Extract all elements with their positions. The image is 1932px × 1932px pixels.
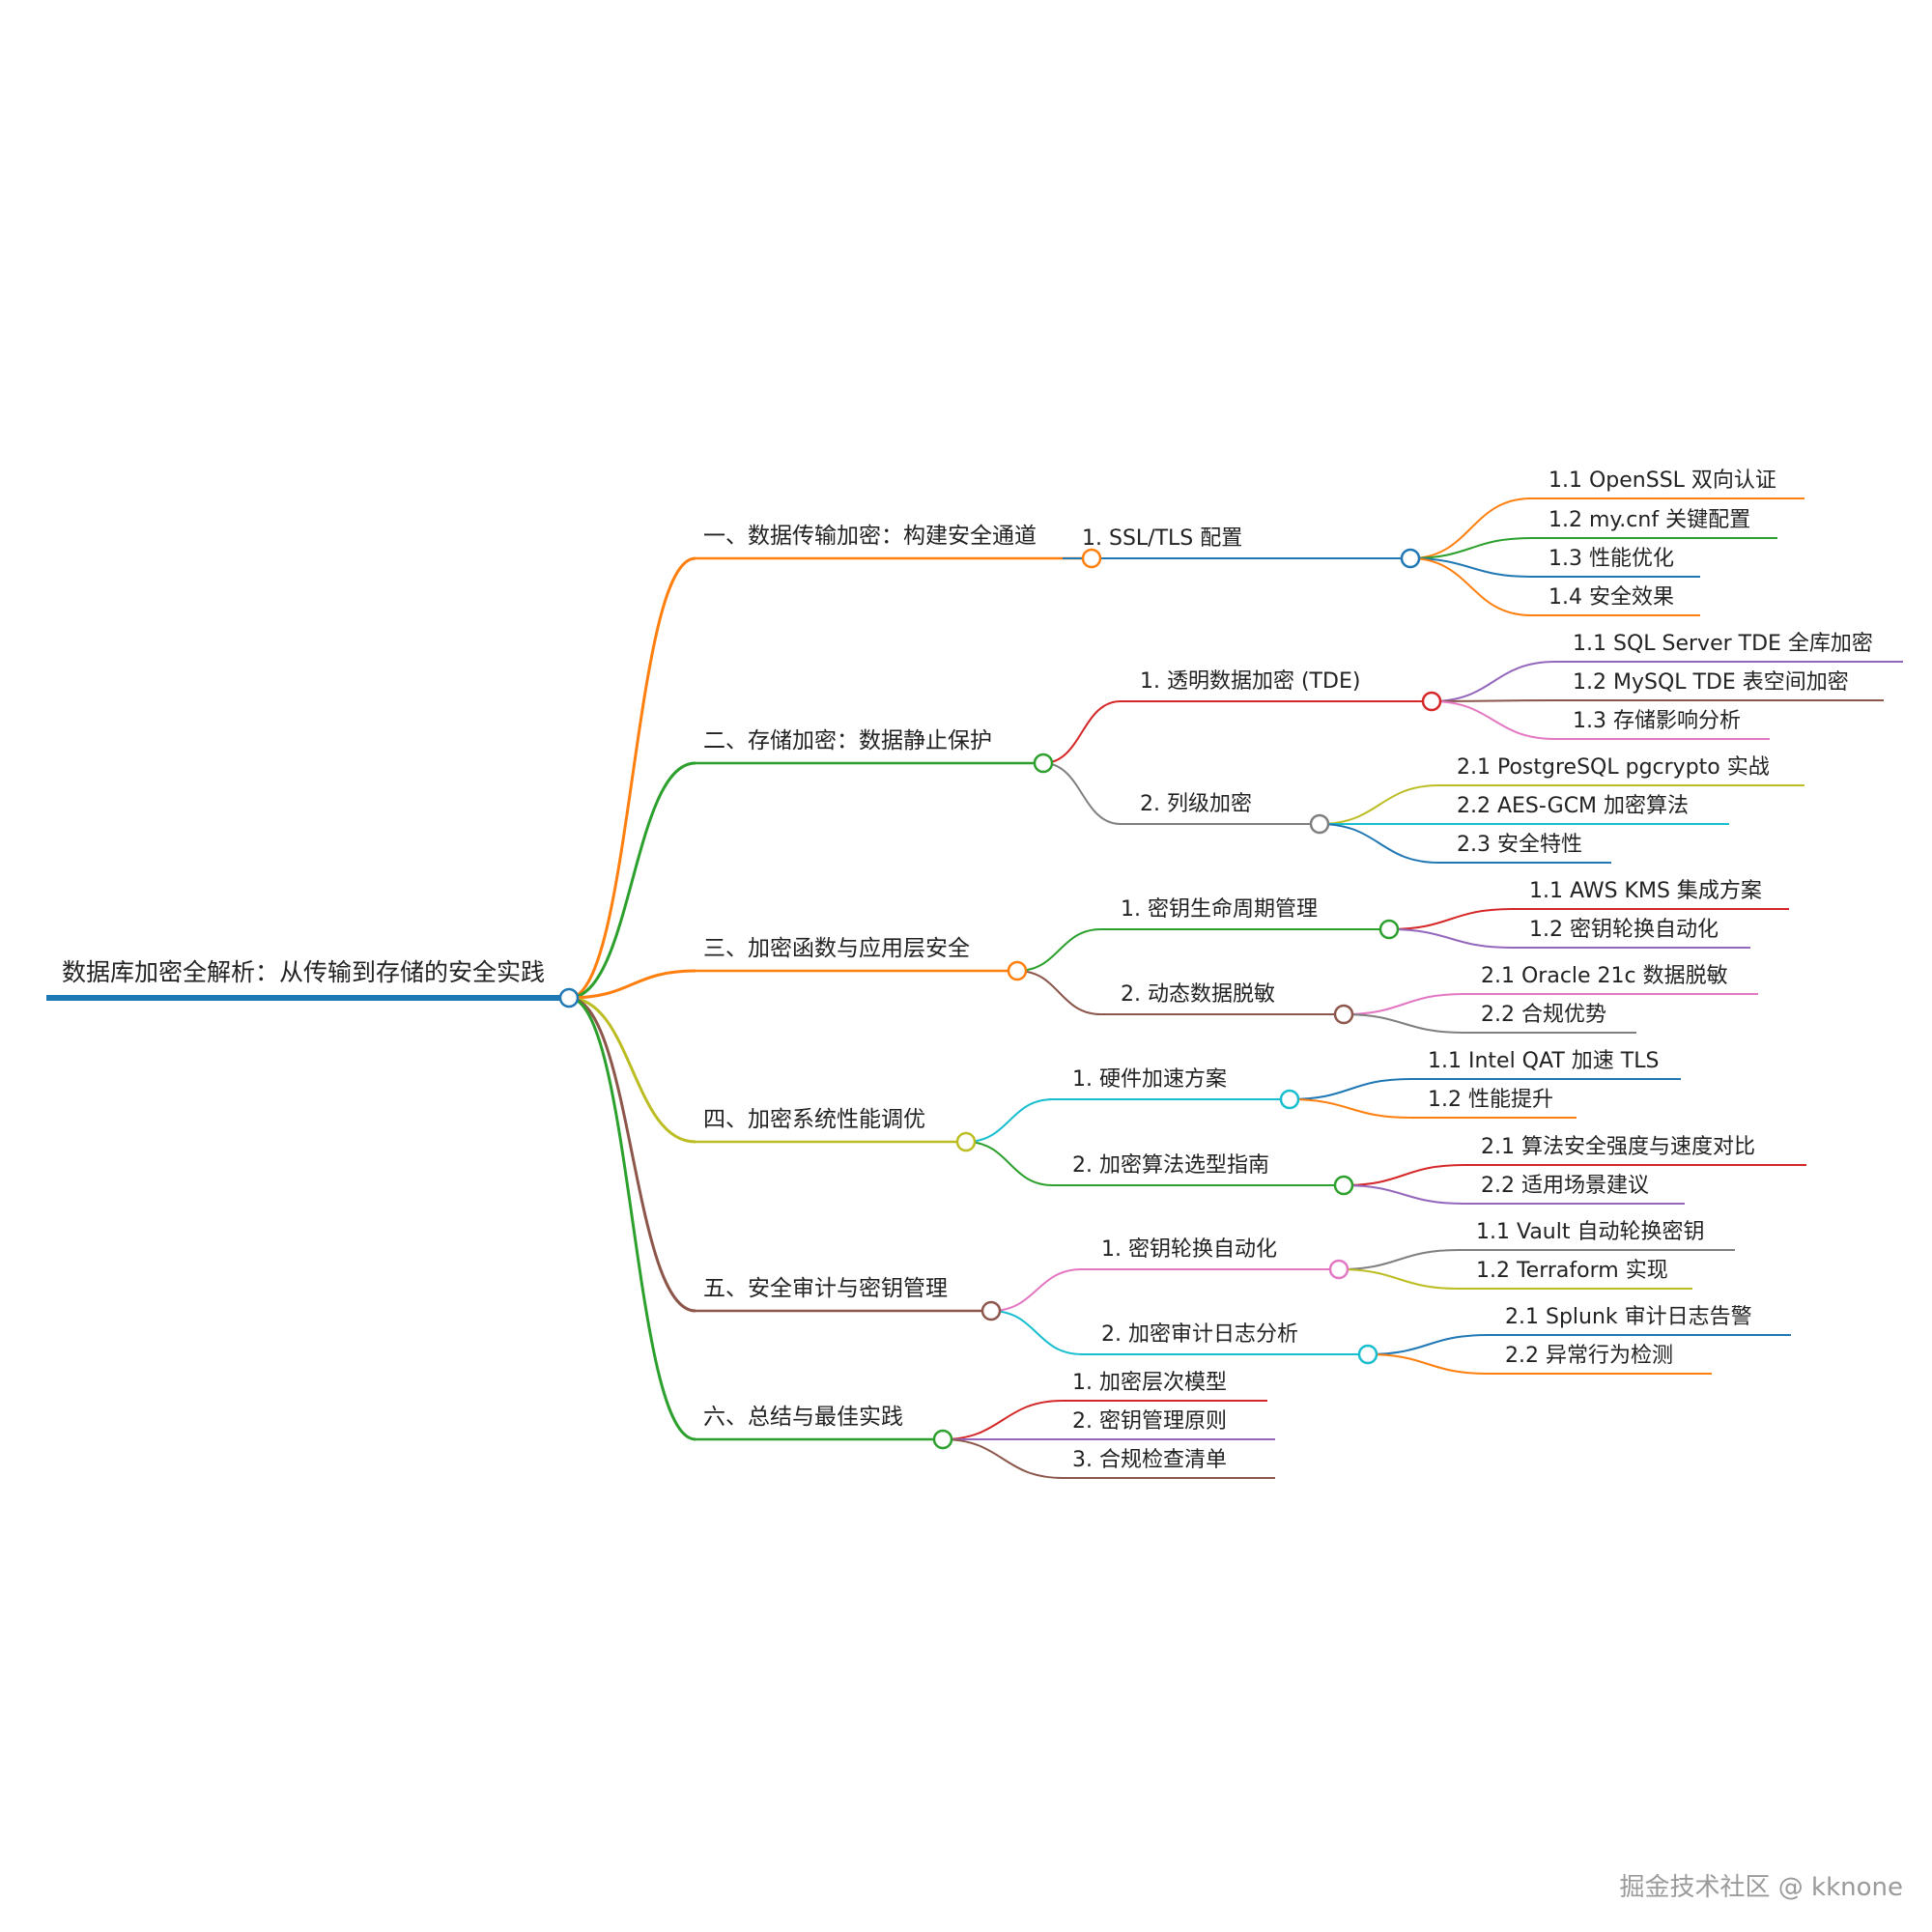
topic-title: 1. SSL/TLS 配置: [1082, 526, 1242, 551]
leaf-label: 1.3 存储影响分析: [1573, 709, 1741, 733]
leaf-label: 1.2 Terraform 实现: [1476, 1259, 1668, 1283]
leaf-connector: [1409, 537, 1532, 559]
leaf-connector: [1343, 1164, 1464, 1186]
leaf-label: 1.4 安全效果: [1548, 585, 1674, 610]
branch-connector: [568, 996, 696, 1313]
root-title: 数据库加密全解析：从传输到存储的安全实践: [62, 958, 545, 986]
leaf-label: 1.3 性能优化: [1548, 547, 1674, 571]
topic-collapse-toggle[interactable]: [1357, 1344, 1378, 1365]
leaf-label: 1.2 密钥轮换自动化: [1529, 918, 1719, 942]
leaf-label: 2.2 AES-GCM 加密算法: [1457, 794, 1689, 818]
topic-connector: [965, 1141, 1054, 1186]
topic-title: 1. 密钥生命周期管理: [1121, 897, 1318, 922]
leaf-connector: [1409, 557, 1532, 578]
branch-connector: [568, 761, 696, 1000]
leaf-connector: [1431, 700, 1556, 740]
leaf-connector: [942, 1438, 1064, 1479]
leaf-connector: [1289, 1098, 1411, 1119]
leaf-label: 3. 合规检查清单: [1072, 1448, 1227, 1472]
leaf-connector: [1343, 993, 1464, 1015]
topic-connector: [990, 1310, 1083, 1355]
leaf-label: 1.2 my.cnf 关键配置: [1548, 508, 1750, 532]
topic-title: 2. 列级加密: [1140, 792, 1252, 816]
branch-title: 二、存储加密：数据静止保护: [703, 728, 992, 753]
leaf-connector: [1367, 1334, 1489, 1355]
branch-collapse-toggle[interactable]: [980, 1300, 1002, 1321]
branch-connector: [568, 996, 696, 1144]
leaf-connector: [1319, 784, 1440, 825]
topic-connector: [1016, 970, 1102, 1015]
topic-title: 1. 密钥轮换自动化: [1101, 1237, 1277, 1262]
leaf-label: 2. 密钥管理原则: [1072, 1409, 1227, 1434]
leaf-label: 1. 加密层次模型: [1072, 1371, 1227, 1395]
leaf-label: 2.1 算法安全强度与速度对比: [1481, 1135, 1755, 1159]
branch-collapse-toggle[interactable]: [1081, 548, 1102, 569]
leaf-connector: [1343, 1184, 1464, 1205]
topic-title: 2. 加密审计日志分析: [1101, 1322, 1298, 1347]
branch-collapse-toggle[interactable]: [932, 1429, 953, 1450]
leaf-label: 1.1 AWS KMS 集成方案: [1529, 879, 1762, 903]
watermark: 掘金技术社区 @ kknone: [1619, 1873, 1903, 1902]
leaf-connector: [1343, 1013, 1464, 1034]
leaf-connector: [1289, 1078, 1411, 1100]
leaf-connector: [942, 1400, 1064, 1440]
branch-title: 四、加密系统性能调优: [703, 1107, 925, 1132]
leaf-connector: [1338, 1249, 1460, 1270]
leaf-connector: [1409, 557, 1532, 616]
leaf-connector: [1388, 908, 1513, 930]
branch-collapse-toggle[interactable]: [955, 1131, 977, 1152]
topic-title: 2. 动态数据脱敏: [1121, 982, 1275, 1007]
topic-collapse-toggle[interactable]: [1333, 1175, 1354, 1196]
leaf-connector: [1319, 823, 1440, 864]
topic-connector: [990, 1268, 1083, 1312]
leaf-connector: [1431, 661, 1556, 702]
topic-collapse-toggle[interactable]: [1279, 1089, 1300, 1110]
branch-connector: [568, 969, 696, 1000]
topic-collapse-toggle[interactable]: [1400, 548, 1421, 569]
leaf-label: 2.2 异常行为检测: [1505, 1344, 1673, 1368]
branch-connector: [568, 996, 696, 1441]
branch-collapse-toggle[interactable]: [1007, 960, 1028, 981]
topic-connector: [1042, 700, 1122, 764]
leaf-label: 1.1 Vault 自动轮换密钥: [1476, 1220, 1704, 1244]
leaf-label: 2.1 Oracle 21c 数据脱敏: [1481, 964, 1728, 988]
root-collapse-toggle[interactable]: [558, 987, 580, 1009]
topic-collapse-toggle[interactable]: [1333, 1004, 1354, 1025]
leaf-connector: [1431, 699, 1556, 702]
topic-collapse-toggle[interactable]: [1309, 813, 1330, 835]
leaf-label: 1.1 Intel QAT 加速 TLS: [1428, 1049, 1659, 1073]
branch-title: 六、总结与最佳实践: [703, 1405, 903, 1430]
topic-title: 1. 硬件加速方案: [1072, 1067, 1227, 1092]
leaf-connector: [1367, 1353, 1489, 1375]
leaf-label: 2.1 PostgreSQL pgcrypto 实战: [1457, 755, 1770, 780]
leaf-label: 2.3 安全特性: [1457, 833, 1582, 857]
topic-title: 2. 加密算法选型指南: [1072, 1153, 1269, 1178]
leaf-connector: [1388, 928, 1513, 949]
topic-connector: [1016, 928, 1102, 972]
topic-title: 1. 透明数据加密 (TDE): [1140, 669, 1360, 694]
branch-collapse-toggle[interactable]: [1033, 753, 1054, 774]
leaf-label: 1.2 MySQL TDE 表空间加密: [1573, 670, 1849, 695]
leaf-label: 2.2 适用场景建议: [1481, 1174, 1649, 1198]
leaf-label: 2.2 合规优势: [1481, 1003, 1606, 1027]
leaf-label: 1.1 SQL Server TDE 全库加密: [1573, 632, 1873, 656]
leaf-connector: [1409, 497, 1532, 559]
leaf-label: 2.1 Splunk 审计日志告警: [1505, 1305, 1752, 1329]
branch-title: 五、安全审计与密钥管理: [703, 1276, 948, 1301]
topic-connector: [1042, 762, 1122, 825]
leaf-label: 1.2 性能提升: [1428, 1088, 1553, 1112]
topic-collapse-toggle[interactable]: [1328, 1259, 1350, 1280]
branch-connector: [568, 556, 696, 1000]
topic-collapse-toggle[interactable]: [1378, 919, 1400, 940]
topic-connector: [965, 1098, 1054, 1143]
leaf-connector: [1338, 1268, 1460, 1290]
branch-title: 三、加密函数与应用层安全: [703, 936, 970, 961]
branch-title: 一、数据传输加密：构建安全通道: [703, 524, 1037, 549]
topic-collapse-toggle[interactable]: [1421, 691, 1442, 712]
leaf-label: 1.1 OpenSSL 双向认证: [1548, 469, 1776, 493]
